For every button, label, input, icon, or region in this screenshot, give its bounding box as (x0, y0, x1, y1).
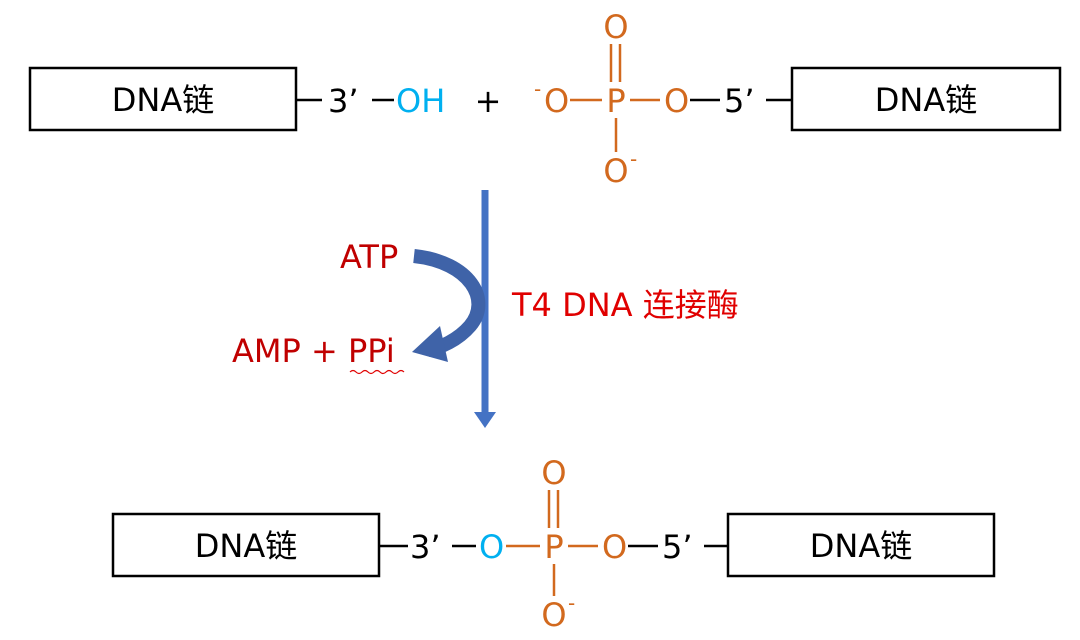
bottom-right-dna-label: DNA链 (810, 527, 912, 565)
reaction-arrow-group: ATP AMP + PPi T4 DNA 连接酶 (232, 190, 739, 428)
top-right-dna-box (790, 66, 1062, 132)
bottom-5prime-label: 5’ (662, 528, 693, 566)
curved-arrow (413, 249, 486, 357)
bottom-phos-o-bottom: O (541, 596, 566, 634)
bottom-phos-minus: - (568, 591, 575, 615)
phos-o-left: O (544, 82, 569, 120)
hydroxyl-label: OH (396, 82, 445, 120)
top-3prime-label: 3’ (328, 82, 359, 120)
top-row: DNA链 3’ OH + - O P O 5’ O O - DNA链 (28, 8, 1062, 190)
enzyme-label: T4 DNA 连接酶 (511, 286, 739, 324)
amp-ppi-label: AMP + PPi (232, 332, 395, 370)
phos-o-top: O (603, 8, 628, 46)
top-right-dna-label: DNA链 (875, 81, 977, 119)
bridge-oxygen: O (479, 528, 504, 566)
bottom-right-dna-box (726, 512, 996, 578)
bottom-phos-o-right: O (602, 528, 627, 566)
phos-o-right: O (664, 82, 689, 120)
curved-arrowhead-icon (412, 326, 448, 362)
spell-underline (349, 369, 405, 375)
bottom-row: DNA链 3’ O P O 5’ O O - DNA链 (111, 454, 996, 634)
top-5prime-label: 5’ (724, 82, 755, 120)
phos-p: P (606, 82, 625, 120)
phos-minus-bottom: - (630, 147, 637, 171)
bottom-phos-p: P (544, 528, 563, 566)
plus-sign: + (475, 82, 502, 120)
bottom-phos-o-top: O (541, 454, 566, 492)
phos-o-bottom: O (603, 152, 628, 190)
top-left-dna-label: DNA链 (112, 81, 214, 119)
bottom-3prime-label: 3’ (410, 528, 441, 566)
bottom-left-dna-label: DNA链 (195, 527, 297, 565)
atp-label: ATP (340, 238, 398, 276)
phos-minus-left: - (534, 77, 541, 101)
down-arrowhead-icon (474, 412, 496, 428)
